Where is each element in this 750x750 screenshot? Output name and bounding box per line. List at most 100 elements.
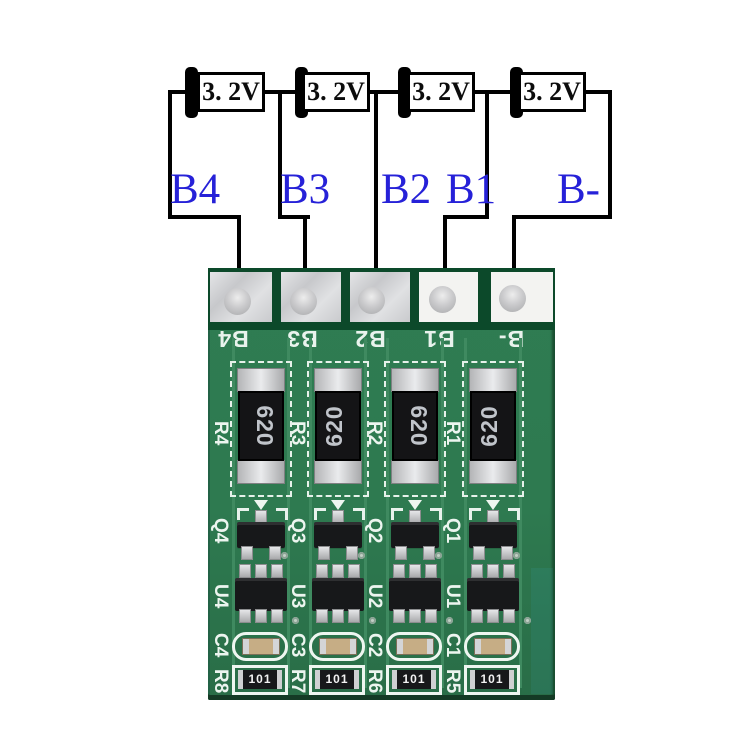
board-edge-tint	[531, 568, 553, 694]
ic-pin	[256, 610, 266, 622]
battery-cell-1: 3. 2V	[197, 72, 265, 112]
battery-negative-terminal-icon	[185, 67, 198, 118]
transistor-pin	[424, 547, 434, 559]
pad-hole	[358, 287, 385, 314]
terminal-label-b2: B2	[381, 166, 432, 213]
resistor-outline	[230, 361, 292, 497]
capacitor-body	[397, 639, 433, 654]
transistor-body	[391, 522, 439, 548]
resistor-cap	[315, 461, 361, 483]
trace	[441, 338, 444, 688]
ic-pin	[472, 565, 482, 577]
silk-bracket	[353, 508, 365, 520]
ic-pin	[333, 610, 343, 622]
silk-bracket	[276, 508, 288, 520]
ic-body	[312, 578, 364, 611]
resistor2-body: 101	[238, 670, 282, 689]
transistor-pin	[242, 547, 252, 559]
resistor-body	[238, 391, 284, 461]
capacitor-ref: C1	[442, 633, 463, 658]
terminal-label-b4: B4	[170, 166, 221, 213]
ic-pin	[272, 610, 282, 622]
resistor2-outline	[309, 665, 365, 695]
capacitor-ref: C2	[364, 633, 385, 658]
transistor-ref: Q2	[364, 518, 385, 544]
capacitor-ref: C4	[210, 633, 231, 658]
wire-b1-jog	[443, 215, 489, 219]
wire-b4-drop	[237, 215, 241, 296]
ic-ref: U1	[442, 584, 463, 609]
wire-top-rail-1	[168, 90, 188, 94]
transistor-pin	[347, 547, 357, 559]
terminal-label-b1: B1	[446, 166, 497, 213]
resistor-cap	[315, 369, 361, 391]
ic-pin	[394, 610, 404, 622]
silk-bracket	[508, 508, 520, 520]
wire-b4-jog	[168, 215, 241, 219]
resistor-body	[315, 391, 361, 461]
via	[435, 552, 442, 559]
channel-2: 620 R2 Q2 U2 C2 101 R6	[364, 268, 453, 700]
ic-pin	[410, 610, 420, 622]
pad-b3	[281, 272, 341, 322]
channel-4: 620 R4 Q4 U4 C4 101 R8	[210, 268, 299, 700]
transistor-ref: Q4	[210, 518, 231, 544]
channel-3: 620 R3 Q3 U3 C3 101 R7	[287, 268, 376, 700]
resistor2-body: 101	[315, 670, 359, 689]
ic-ref: U2	[364, 584, 385, 609]
ic-ref: U4	[210, 584, 231, 609]
terminal-label-b3: B3	[280, 166, 331, 213]
capacitor-outline	[232, 632, 288, 661]
pad-bminus	[491, 272, 553, 322]
ic-body	[235, 578, 287, 611]
resistor-body	[392, 391, 438, 461]
ic-pin	[488, 610, 498, 622]
resistor-ref: R1	[442, 421, 463, 446]
transistor-marker-icon	[408, 500, 422, 510]
resistor-outline	[384, 361, 446, 497]
transistor-pin	[319, 547, 329, 559]
wire-b1-vertical	[485, 90, 489, 219]
wire-top-rail-4	[475, 90, 512, 94]
capacitor-outline	[386, 632, 442, 661]
silk-bracket	[469, 508, 481, 520]
wire-bminus-vertical	[608, 90, 612, 219]
silk-bracket	[314, 508, 326, 520]
pad-hole	[499, 285, 526, 312]
battery-voltage: 3. 2V	[307, 77, 365, 106]
ic-pin	[488, 565, 498, 577]
ic-body	[389, 578, 441, 611]
resistor-cap	[392, 369, 438, 391]
transistor-body	[314, 522, 362, 548]
ic-pin	[426, 610, 436, 622]
resistor2-ref: R8	[210, 669, 231, 694]
ic-pin	[240, 610, 250, 622]
wire-b2-vertical	[374, 90, 378, 301]
battery-voltage: 3. 2V	[523, 77, 581, 106]
trace	[309, 338, 312, 688]
resistor2-ref: R5	[442, 669, 463, 694]
resistor-cap	[238, 369, 284, 391]
wire-b1-drop	[443, 215, 447, 294]
ic-pin	[256, 565, 266, 577]
resistor2-outline	[464, 665, 520, 695]
via	[369, 617, 376, 624]
wire-bminus-drop	[512, 215, 516, 292]
resistor2-body: 101	[470, 670, 514, 689]
ic-pin	[272, 565, 282, 577]
transistor-pin	[396, 547, 406, 559]
battery-voltage: 3. 2V	[202, 77, 260, 106]
resistor2-ref: R7	[287, 669, 308, 694]
ic-pin	[394, 565, 404, 577]
wire-top-rail-3	[370, 90, 400, 94]
ic-ref: U3	[287, 584, 308, 609]
transistor-pin	[256, 511, 266, 523]
capacitor-ref: C3	[287, 633, 308, 658]
battery-cell-4: 3. 2V	[518, 72, 586, 112]
pad-hole	[290, 288, 317, 315]
wire-b3-vertical	[278, 90, 282, 219]
resistor2-outline	[232, 665, 288, 695]
channel-1: 620 R1 Q1 U1 C1 101 R5	[442, 268, 531, 700]
battery-cell-3: 3. 2V	[407, 72, 475, 112]
